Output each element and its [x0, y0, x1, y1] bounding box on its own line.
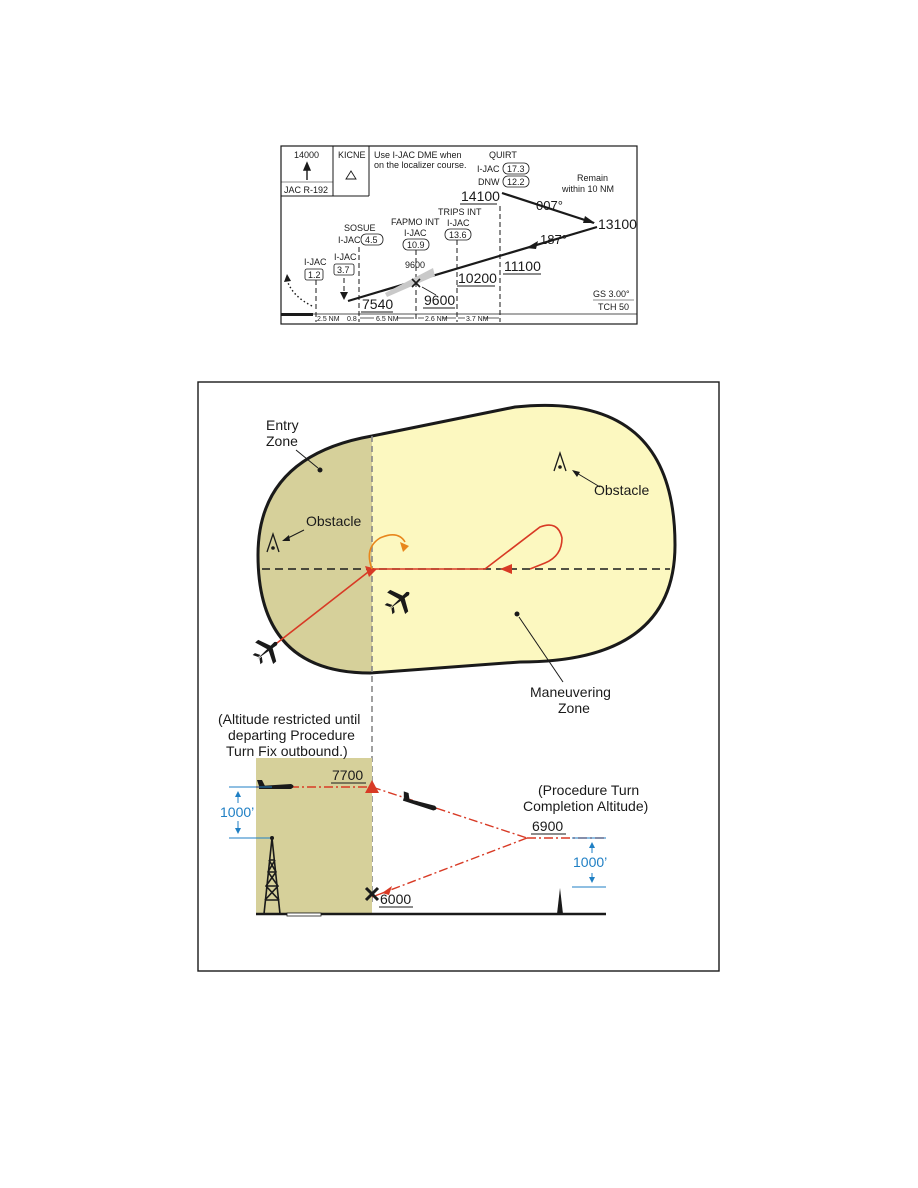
procedure-turn-track — [484, 524, 563, 570]
obstacle-left-label: Obstacle — [306, 513, 361, 529]
descent-arrow-icon — [382, 886, 392, 895]
north-arrow-icon — [302, 161, 312, 180]
fix-marker-icon — [364, 886, 380, 902]
dme-note-line2: on the localizer course. — [374, 160, 467, 170]
inbound-course: 187° — [540, 232, 567, 247]
outbound-course: 007° — [536, 198, 563, 213]
fix-arrow-icon — [365, 566, 377, 577]
maneuvering-zone-label-2: Zone — [558, 700, 590, 716]
trips-dme: 13.6 — [449, 230, 467, 240]
altitude-6000: 6000 — [380, 891, 411, 907]
altitude-10200: 10200 — [458, 270, 497, 286]
missed-approach-arrow-icon — [284, 274, 291, 282]
glideslope-wedge — [385, 268, 435, 297]
orange-turn-arrow-icon — [400, 542, 409, 552]
separation-right: 1000’ — [573, 854, 607, 870]
quirt-dnw-dme: 12.2 — [507, 177, 525, 187]
aircraft-descending-icon — [402, 791, 437, 811]
altitude-7540: 7540 — [362, 296, 393, 312]
maneuvering-zone-label-1: Maneuvering — [530, 684, 611, 700]
fapmo-altitude: 9600 — [405, 260, 425, 270]
quirt-dnw-label: DNW — [478, 177, 500, 187]
approach-profile-chart: 14000 JAC R-192 KICNE Use I-JAC DME when… — [280, 145, 638, 325]
diagram-frame — [197, 381, 720, 972]
fix37-ijac-label: I-JAC — [334, 252, 357, 262]
altitude-note-line3: Turn Fix outbound.) — [226, 743, 348, 759]
sosue-dme: 4.5 — [365, 235, 378, 245]
fix12-dme: 1.2 — [308, 270, 321, 280]
glideslope-angle: GS 3.00° — [593, 289, 630, 299]
fix37-arrow-icon — [340, 292, 348, 300]
altitude-note-line1: (Altitude restricted until — [218, 711, 360, 727]
glideslope-intercept-icon — [411, 278, 421, 288]
runway-bar — [281, 313, 313, 316]
runway-icon — [286, 912, 322, 917]
fix12-ijac-label: I-JAC — [304, 257, 327, 267]
inbound-arrow-icon — [526, 241, 538, 249]
altitude-9600: 9600 — [424, 292, 455, 308]
tower-icon — [263, 837, 281, 915]
obstacle-left-arrow-icon — [282, 535, 290, 541]
turn-altitude: 13100 — [598, 216, 637, 232]
quirt-altitude: 14100 — [461, 188, 500, 204]
kicne-label: KICNE — [338, 150, 366, 160]
quirt-name: QUIRT — [489, 150, 517, 160]
completion-note-line1: (Procedure Turn — [538, 782, 639, 798]
entry-zone-label-1: Entry — [266, 417, 299, 433]
msa-altitude: 14000 — [294, 150, 319, 160]
fapmo-dme: 10.9 — [407, 240, 425, 250]
altitude-7700: 7700 — [332, 767, 363, 783]
obstacle-right-label: Obstacle — [594, 482, 649, 498]
obstacle-right-arrow-icon — [572, 470, 580, 477]
aircraft-entry-icon — [252, 639, 278, 665]
distance-3: 6.5 NM — [376, 316, 399, 323]
spire-obstacle-icon — [557, 888, 563, 914]
remain-line2: within 10 NM — [561, 184, 614, 194]
quirt-ijac-label: I-JAC — [477, 164, 500, 174]
outbound-arrow-icon — [583, 216, 595, 223]
threshold-crossing-height: TCH 50 — [598, 302, 629, 312]
kicne-triangle-icon — [345, 170, 357, 180]
descent-inbound-track — [371, 837, 528, 898]
holding-boundary — [256, 403, 677, 675]
msa-radial: JAC R-192 — [284, 185, 328, 195]
altitude-6900: 6900 — [532, 818, 563, 834]
distance-5: 3.7 NM — [466, 316, 489, 323]
aircraft-level-icon — [257, 780, 294, 789]
distance-1: 2.5 NM — [317, 316, 340, 323]
fix37-dme: 3.7 — [337, 265, 350, 275]
altitude-11100: 11100 — [504, 258, 541, 274]
entry-zone-area — [258, 405, 372, 673]
trips-name: TRIPS INT — [438, 207, 482, 217]
descent-outbound-track — [371, 786, 528, 839]
sosue-name: SOSUE — [344, 223, 376, 233]
separation-left: 1000’ — [220, 804, 254, 820]
sosue-ijac-label: I-JAC — [338, 235, 361, 245]
quirt-ijac-dme: 17.3 — [507, 164, 525, 174]
distance-2: 0.8 — [347, 316, 357, 323]
completion-note-line2: Completion Altitude) — [523, 798, 648, 814]
maneuvering-zone-area — [258, 405, 675, 673]
obstacle-left-icon — [266, 531, 280, 553]
obstacle-right-icon — [553, 450, 567, 472]
entry-track — [267, 568, 373, 651]
outbound-course-line — [501, 191, 595, 225]
inbound-arrow-icon — [500, 564, 512, 574]
aircraft-fix-icon — [384, 589, 410, 615]
fapmo-name: FAPMO INT — [391, 217, 440, 227]
entry-zone-label-2: Zone — [266, 433, 298, 449]
altitude-restricted-area — [256, 758, 372, 914]
altitude-note-line2: departing Procedure — [228, 727, 355, 743]
remain-line1: Remain — [577, 173, 608, 183]
trips-ijac-label: I-JAC — [447, 218, 470, 228]
fapmo-ijac-label: I-JAC — [404, 228, 427, 238]
fix-triangle-icon — [365, 780, 379, 793]
dme-note-line1: Use I-JAC DME when — [374, 150, 462, 160]
distance-4: 2.6 NM — [425, 316, 448, 323]
orange-turn-track — [368, 534, 406, 570]
inbound-course-line — [347, 225, 598, 303]
